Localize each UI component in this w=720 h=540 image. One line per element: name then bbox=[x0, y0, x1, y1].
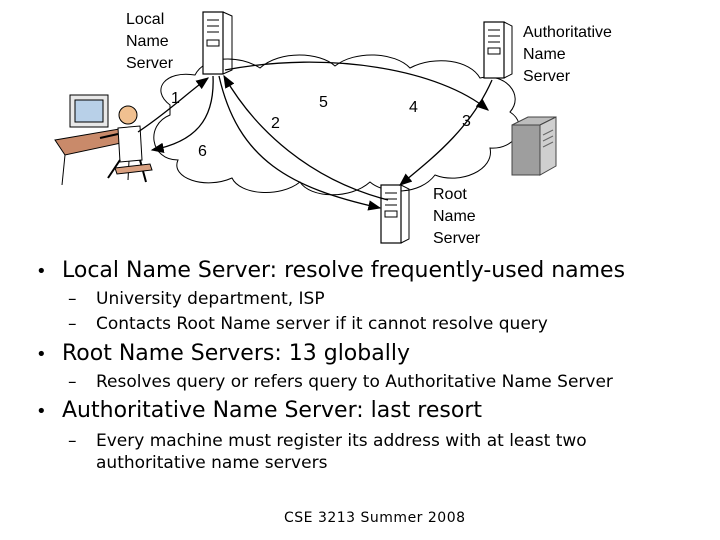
bullet-root-name-servers: •Root Name Servers: 13 globally bbox=[36, 341, 410, 366]
step-label-3: 3 bbox=[462, 113, 471, 131]
step-label-1: 1 bbox=[171, 90, 180, 108]
tower-server-icon bbox=[512, 117, 556, 175]
sub-bullet-local-1: –University department, ISP bbox=[68, 288, 325, 310]
step-label-4: 4 bbox=[409, 99, 418, 117]
bullet-local-name-server: •Local Name Server: resolve frequently-u… bbox=[36, 258, 625, 283]
authoritative-name-server-label: Authoritative Name Server bbox=[523, 22, 612, 88]
user-at-computer-icon bbox=[55, 95, 152, 185]
sub-bullet-auth-1: –Every machine must register its address… bbox=[68, 430, 587, 452]
step-label-5: 5 bbox=[319, 94, 328, 112]
local-name-server-label: Local Name Server bbox=[126, 9, 173, 75]
sub-bullet-local-2: –Contacts Root Name server if it cannot … bbox=[68, 313, 548, 335]
authoritative-name-server-icon bbox=[484, 22, 512, 78]
step-label-6: 6 bbox=[198, 143, 207, 161]
sub-bullet-auth-1-cont: authoritative name servers bbox=[96, 452, 327, 474]
footer-course-label: CSE 3213 Summer 2008 bbox=[284, 510, 466, 526]
step-label-2: 2 bbox=[271, 115, 280, 133]
root-name-server-label: Root Name Server bbox=[433, 184, 480, 250]
sub-bullet-root-1: –Resolves query or refers query to Autho… bbox=[68, 371, 613, 393]
dns-resolution-diagram bbox=[0, 0, 720, 260]
bullet-authoritative-name-server: •Authoritative Name Server: last resort bbox=[36, 398, 482, 423]
root-name-server-icon bbox=[381, 185, 409, 243]
